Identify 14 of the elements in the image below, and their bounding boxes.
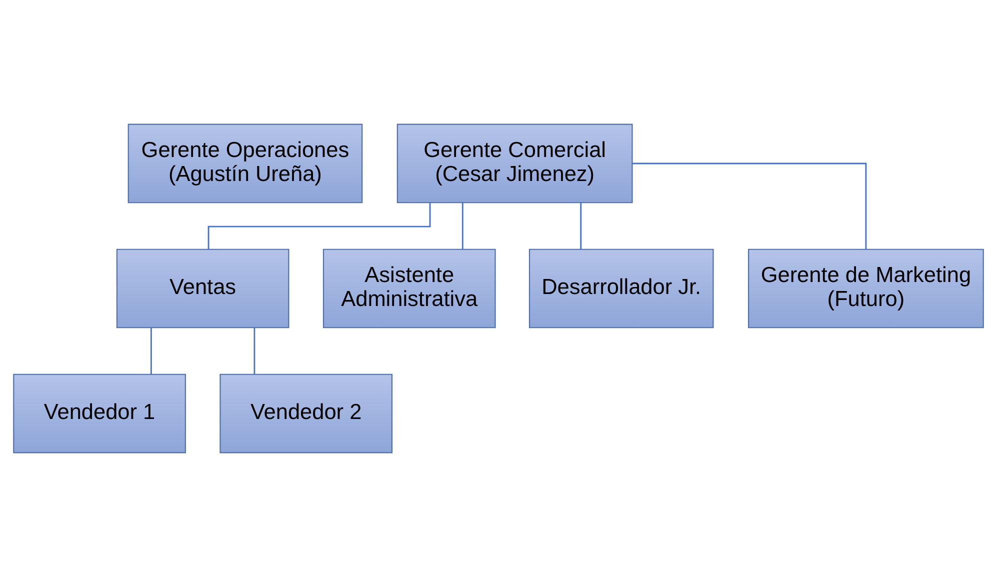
connector — [254, 328, 256, 374]
connector — [632, 162, 867, 250]
connector — [462, 202, 464, 249]
node-box: Gerente Operaciones (Agustín Ureña) — [128, 124, 363, 204]
connector — [208, 202, 431, 250]
node-box: Asistente Administrativa — [322, 248, 496, 328]
node-box: Gerente Comercial (Cesar Jimenez) — [396, 124, 633, 204]
node-box: Vendedor 2 — [220, 374, 392, 454]
node-box: Vendedor 1 — [13, 374, 186, 454]
connector — [150, 328, 152, 374]
node-box: Desarrollador Jr. — [528, 248, 714, 328]
node-box: Ventas — [116, 248, 290, 328]
node-box: Gerente de Marketing (Futuro) — [748, 248, 984, 328]
connector — [580, 202, 582, 249]
